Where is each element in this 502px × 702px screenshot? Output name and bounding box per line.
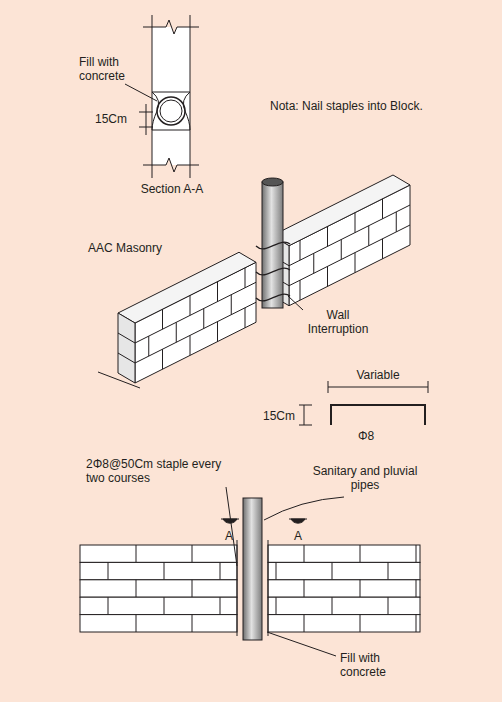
block-joint (332, 597, 333, 614)
block-joint (136, 615, 137, 632)
block-joint (327, 226, 328, 246)
aac-wall-3d (118, 175, 410, 383)
block-joint (203, 309, 204, 329)
block-joint (136, 580, 137, 597)
section-mark: A (221, 529, 237, 543)
callout-text: Fill with concrete (340, 651, 402, 679)
block-joint (382, 199, 383, 219)
block-joint (416, 615, 417, 632)
block-course (268, 580, 420, 597)
block-joint (368, 226, 369, 246)
block-joint (416, 545, 417, 562)
block-joint (245, 308, 246, 328)
block-joint (136, 545, 137, 562)
block-joint (164, 562, 165, 579)
block-joint (304, 580, 305, 597)
block-joint (355, 253, 356, 273)
pipe-3d (98, 178, 303, 388)
block-joint (300, 280, 301, 300)
block-course (80, 562, 237, 579)
block-course (80, 545, 237, 562)
block-course (80, 597, 237, 614)
callout-text: Fill with concrete (79, 55, 137, 83)
wall-face (118, 313, 135, 383)
course-line (118, 333, 135, 343)
block-course (268, 562, 420, 579)
block-course (80, 580, 237, 597)
pipe-elevation (221, 487, 344, 656)
course-line (135, 282, 256, 343)
block-joint (217, 322, 218, 342)
block-joint (220, 597, 221, 614)
staple-detail (299, 381, 428, 425)
course-line (289, 205, 410, 266)
block-course (268, 615, 420, 632)
block-joint (176, 322, 177, 342)
block-joint (190, 295, 191, 315)
block-joint (416, 580, 417, 597)
course-line (289, 225, 410, 286)
bar-diameter: Φ8 (358, 429, 398, 443)
block-joint (300, 240, 301, 260)
block-joint (276, 597, 277, 614)
block-joint (304, 545, 305, 562)
block-joint (220, 562, 221, 579)
block-joint (388, 597, 389, 614)
block-course (268, 597, 420, 614)
dimension: 15Cm (95, 112, 135, 126)
callout-text: Sanitary and pluvial pipes (310, 464, 420, 492)
block-joint (162, 349, 163, 369)
block-joint (360, 615, 361, 632)
block-course (268, 545, 420, 562)
block-joint (162, 309, 163, 329)
block-joint (192, 615, 193, 632)
part-name: AAC Masonry (88, 241, 208, 255)
block-joint (304, 615, 305, 632)
section-mark: A (290, 529, 306, 543)
block-joint (332, 562, 333, 579)
dimension: Variable (343, 368, 413, 382)
block-joint (245, 268, 246, 288)
block-joint (313, 253, 314, 273)
course-line (135, 302, 256, 363)
block-joint (108, 597, 109, 614)
section-title: Section A-A (117, 182, 227, 196)
callout-text: Wall Interruption (296, 308, 380, 336)
block-joint (355, 213, 356, 233)
block-joint (192, 545, 193, 562)
block-joint (108, 562, 109, 579)
block-joint (192, 580, 193, 597)
course-line (118, 353, 135, 363)
note: Nota: Nail staples into Block. (270, 99, 470, 113)
block-joint (360, 545, 361, 562)
callout-text: 2Φ8@50Cm staple every two courses (86, 457, 226, 485)
block-joint (148, 336, 149, 356)
block-joint (360, 580, 361, 597)
block-joint (396, 212, 397, 232)
block-joint (276, 562, 277, 579)
block-joint (341, 240, 342, 260)
block-joint (190, 335, 191, 355)
block-joint (164, 597, 165, 614)
block-joint (231, 295, 232, 315)
dimension: 15Cm (263, 409, 299, 423)
block-joint (388, 562, 389, 579)
block-course (80, 615, 237, 632)
block-joint (382, 239, 383, 259)
section-view (125, 15, 199, 178)
block-joint (327, 266, 328, 286)
block-joint (217, 282, 218, 302)
